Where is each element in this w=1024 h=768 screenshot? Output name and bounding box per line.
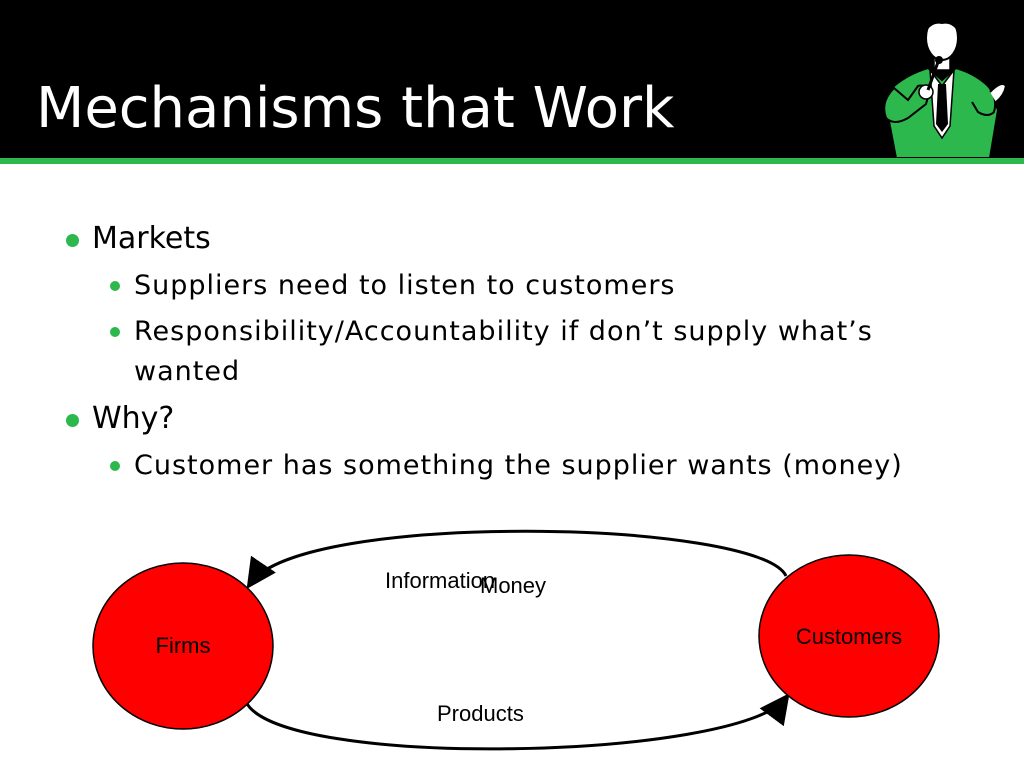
flow-arrow-top [246, 529, 788, 589]
sub-bullet-suppliers-listen: Suppliers need to listen to customers [60, 266, 960, 306]
bullet-why: Why? [60, 398, 960, 440]
firms-node [92, 562, 274, 730]
speaker-with-microphone-icon [883, 14, 1008, 158]
bullet-dot-icon [110, 327, 120, 337]
slide-title: Mechanisms that Work [36, 76, 675, 141]
money-label: Money [480, 573, 546, 598]
title-bar [0, 0, 1024, 158]
bullet-dot-icon [110, 281, 120, 291]
sub-bullet-responsibility: Responsibility/Accountability if don’t s… [60, 312, 960, 392]
bullet-dot-icon [66, 414, 79, 427]
bullet-text: Suppliers need to listen to customers [134, 270, 676, 301]
customers-node [758, 554, 940, 718]
sub-bullet-customer-money: Customer has something the supplier want… [60, 446, 960, 486]
bullet-dot-icon [110, 461, 120, 471]
bullet-text: Markets [92, 221, 211, 256]
bullet-list: Markets Suppliers need to listen to cust… [60, 218, 960, 492]
products-label: Products [437, 701, 524, 726]
title-underline [0, 158, 1024, 164]
bullet-markets: Markets [60, 218, 960, 260]
information-label: Information [385, 568, 495, 593]
bullet-dot-icon [66, 234, 79, 247]
firms-label: Firms [156, 633, 211, 658]
bullet-text: Customer has something the supplier want… [134, 450, 903, 481]
bullet-text: Why? [92, 401, 175, 436]
bullet-text: Responsibility/Accountability if don’t s… [134, 316, 873, 387]
flow-arrow-bottom [244, 693, 790, 751]
customers-label: Customers [796, 624, 902, 649]
